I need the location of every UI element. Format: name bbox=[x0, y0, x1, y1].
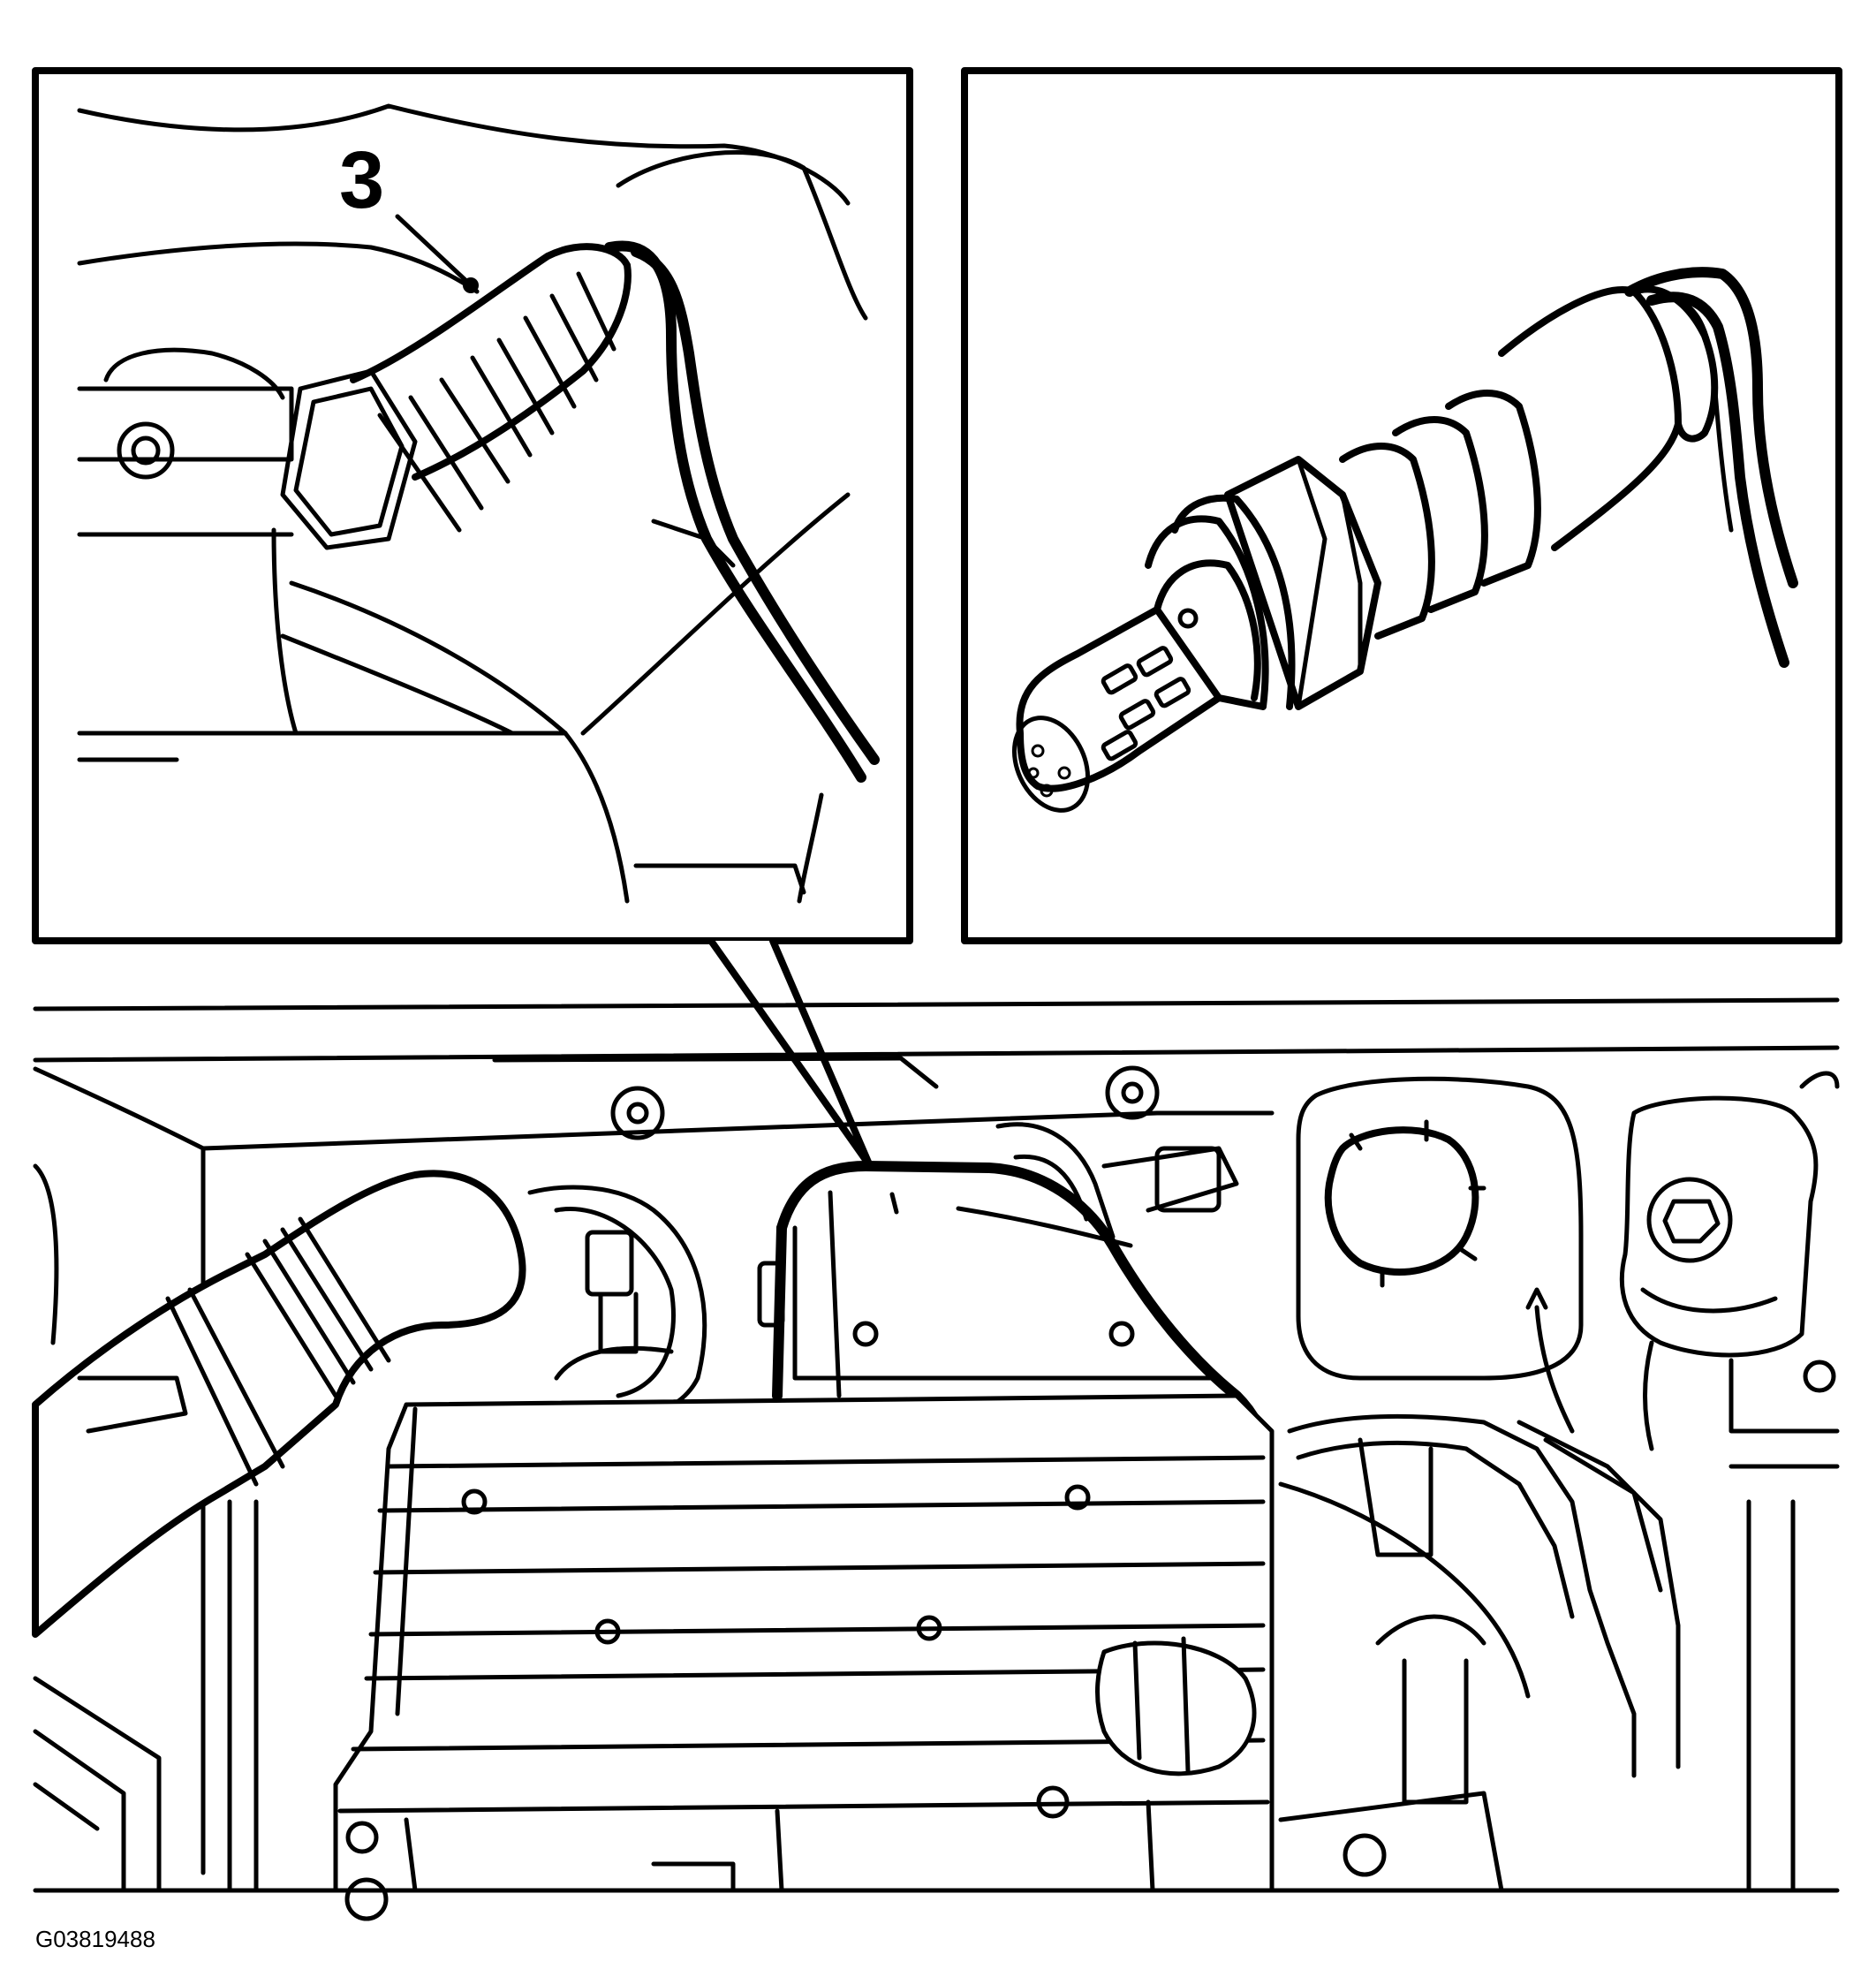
inset-oxygen-sensor bbox=[961, 67, 1842, 944]
inset-installed-sensor bbox=[32, 67, 913, 944]
engine-bay-view bbox=[32, 997, 1840, 1921]
callout-label-3: 3 bbox=[339, 135, 385, 225]
figure-id: G03819488 bbox=[35, 1926, 155, 1952]
